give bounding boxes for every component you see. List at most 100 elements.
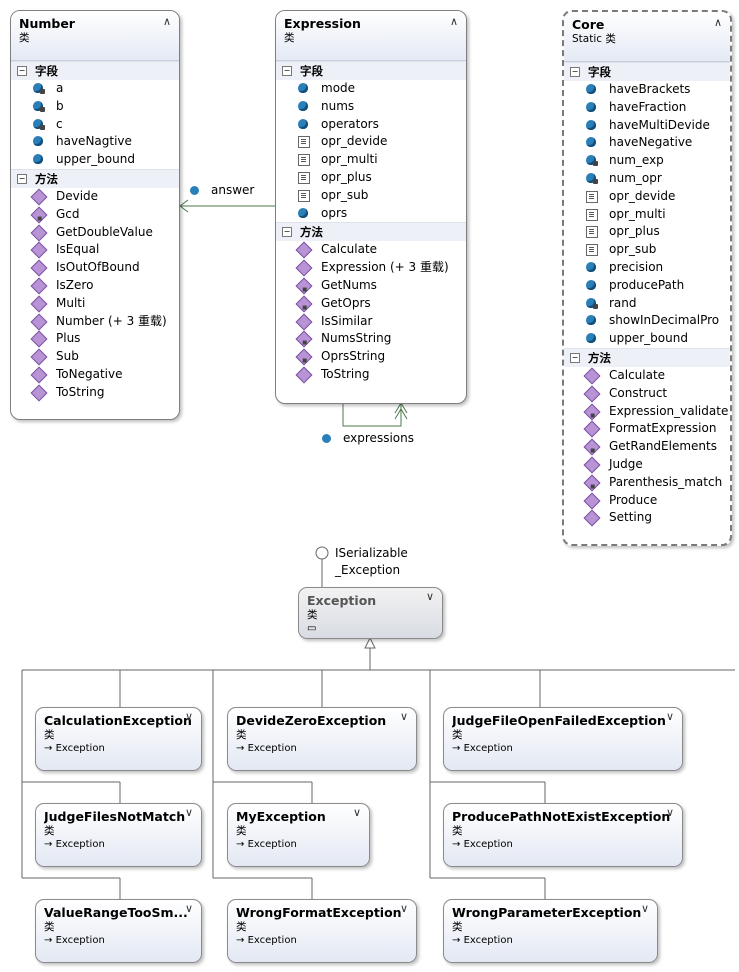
expand-icon[interactable]: ∨	[425, 590, 434, 603]
field-row[interactable]: opr_multi	[276, 151, 466, 169]
toggle-icon[interactable]: −	[282, 66, 292, 76]
method-row[interactable]: ToNegative	[11, 366, 179, 384]
method-row[interactable]: Setting	[564, 509, 730, 527]
field-row[interactable]: upper_bound	[11, 151, 179, 169]
method-row[interactable]: GetOprs	[276, 295, 466, 313]
method-row[interactable]: IsSimilar	[276, 313, 466, 331]
method-row[interactable]: Calculate	[276, 241, 466, 259]
method-row[interactable]: Parenthesis_match	[564, 474, 730, 492]
field-row[interactable]: b	[11, 98, 179, 116]
collapse-icon[interactable]: ∧	[162, 15, 171, 28]
collapse-icon[interactable]: ∧	[449, 15, 458, 28]
interface-label[interactable]: _Exception	[335, 563, 401, 577]
field-row[interactable]: opr_plus	[276, 169, 466, 187]
method-row[interactable]: NumsString	[276, 330, 466, 348]
field-row[interactable]: nums	[276, 98, 466, 116]
method-row[interactable]: Devide	[11, 188, 179, 206]
field-row[interactable]: num_exp	[564, 152, 730, 170]
expand-icon[interactable]: ∨	[184, 710, 193, 723]
field-row[interactable]: oprs	[276, 205, 466, 223]
method-row[interactable]: Number (+ 3 重载)	[11, 313, 179, 331]
fields-section[interactable]: −字段	[276, 61, 466, 80]
field-row[interactable]: mode	[276, 80, 466, 98]
collapse-icon[interactable]: ∧	[713, 16, 722, 29]
toggle-icon[interactable]: −	[282, 227, 292, 238]
class-header[interactable]: Core Static 类 ∧	[564, 12, 730, 62]
method-row[interactable]: ToString	[276, 366, 466, 384]
expand-icon[interactable]: ∨	[352, 806, 361, 819]
method-row[interactable]: IsEqual	[11, 241, 179, 259]
toggle-icon[interactable]: −	[570, 67, 580, 77]
class-header[interactable]: Expression 类 ∧	[276, 11, 466, 61]
method-row[interactable]: Construct	[564, 385, 730, 403]
method-row[interactable]: Produce	[564, 492, 730, 510]
method-row[interactable]: GetRandElements	[564, 438, 730, 456]
method-row[interactable]: IsOutOfBound	[11, 259, 179, 277]
class-header[interactable]: Number 类 ∧	[11, 11, 179, 61]
expand-icon[interactable]: ∨	[184, 806, 193, 819]
toggle-icon[interactable]: −	[570, 352, 580, 363]
field-row[interactable]: a	[11, 80, 179, 98]
field-row[interactable]: haveNegative	[564, 134, 730, 152]
method-row[interactable]: Sub	[11, 348, 179, 366]
method-row[interactable]: Plus	[11, 330, 179, 348]
methods-section[interactable]: −方法	[564, 347, 730, 367]
method-row[interactable]: GetDoubleValue	[11, 224, 179, 242]
field-row[interactable]: num_opr	[564, 170, 730, 188]
field-row[interactable]: haveFraction	[564, 99, 730, 117]
method-row[interactable]: FormatExpression	[564, 420, 730, 438]
field-row[interactable]: opr_plus	[564, 223, 730, 241]
interface-label[interactable]: ISerializable	[335, 546, 408, 560]
methods-section[interactable]: −方法	[11, 168, 179, 188]
method-row[interactable]: Expression (+ 3 重载)	[276, 259, 466, 277]
field-row[interactable]: haveNagtive	[11, 133, 179, 151]
class-exception[interactable]: Exception 类 ▭ ∨	[298, 587, 443, 639]
field-row[interactable]: opr_devide	[564, 188, 730, 206]
method-row[interactable]: OprsString	[276, 348, 466, 366]
field-row[interactable]: opr_sub	[276, 187, 466, 205]
expand-icon[interactable]: ∨	[640, 902, 649, 915]
method-row[interactable]: ToString	[11, 384, 179, 402]
method-row[interactable]: Expression_validate	[564, 403, 730, 421]
methods-section[interactable]: −方法	[276, 222, 466, 242]
toggle-icon[interactable]: −	[17, 66, 27, 76]
field-row[interactable]: opr_multi	[564, 206, 730, 224]
field-row[interactable]: opr_devide	[276, 133, 466, 151]
expand-icon[interactable]: ∨	[399, 710, 408, 723]
field-row[interactable]: haveMultiDevide	[564, 117, 730, 135]
fields-section[interactable]: −字段	[11, 61, 179, 80]
method-row[interactable]: IsZero	[11, 277, 179, 295]
field-row[interactable]: precision	[564, 259, 730, 277]
method-row[interactable]: GetNums	[276, 277, 466, 295]
expand-icon[interactable]: ∨	[665, 806, 674, 819]
field-row[interactable]: showInDecimalPro	[564, 312, 730, 330]
association-label-answer[interactable]: answer	[211, 183, 255, 197]
method-row[interactable]: Judge	[564, 456, 730, 474]
field-row[interactable]: upper_bound	[564, 330, 730, 348]
field-row[interactable]: producePath	[564, 277, 730, 295]
field-row[interactable]: c	[11, 116, 179, 134]
method-row[interactable]: Multi	[11, 295, 179, 313]
expand-icon[interactable]: ∨	[184, 902, 193, 915]
method-row[interactable]: Calculate	[564, 367, 730, 385]
field-row[interactable]: haveBrackets	[564, 81, 730, 99]
expand-icon[interactable]: ∨	[665, 710, 674, 723]
fields-section[interactable]: −字段	[564, 62, 730, 81]
field-row[interactable]: rand	[564, 295, 730, 313]
toggle-icon[interactable]: −	[17, 173, 27, 184]
field-row[interactable]: operators	[276, 116, 466, 134]
method-row[interactable]: Gcd	[11, 206, 179, 224]
association-label-expressions[interactable]: expressions	[343, 431, 414, 445]
expand-icon[interactable]: ∨	[399, 902, 408, 915]
